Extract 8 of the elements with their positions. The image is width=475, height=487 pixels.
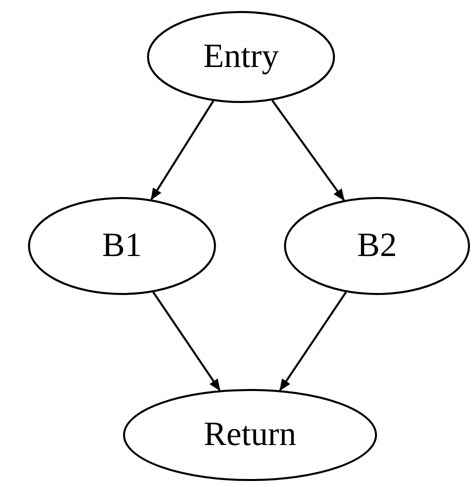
- arrow: [279, 292, 347, 392]
- arrow: [150, 100, 214, 200]
- node-label: Return: [204, 416, 296, 454]
- arrow: [152, 292, 221, 392]
- node-label: Entry: [203, 38, 279, 76]
- arrow: [271, 100, 345, 201]
- node-label: B2: [357, 227, 397, 265]
- node-label: B1: [102, 227, 142, 265]
